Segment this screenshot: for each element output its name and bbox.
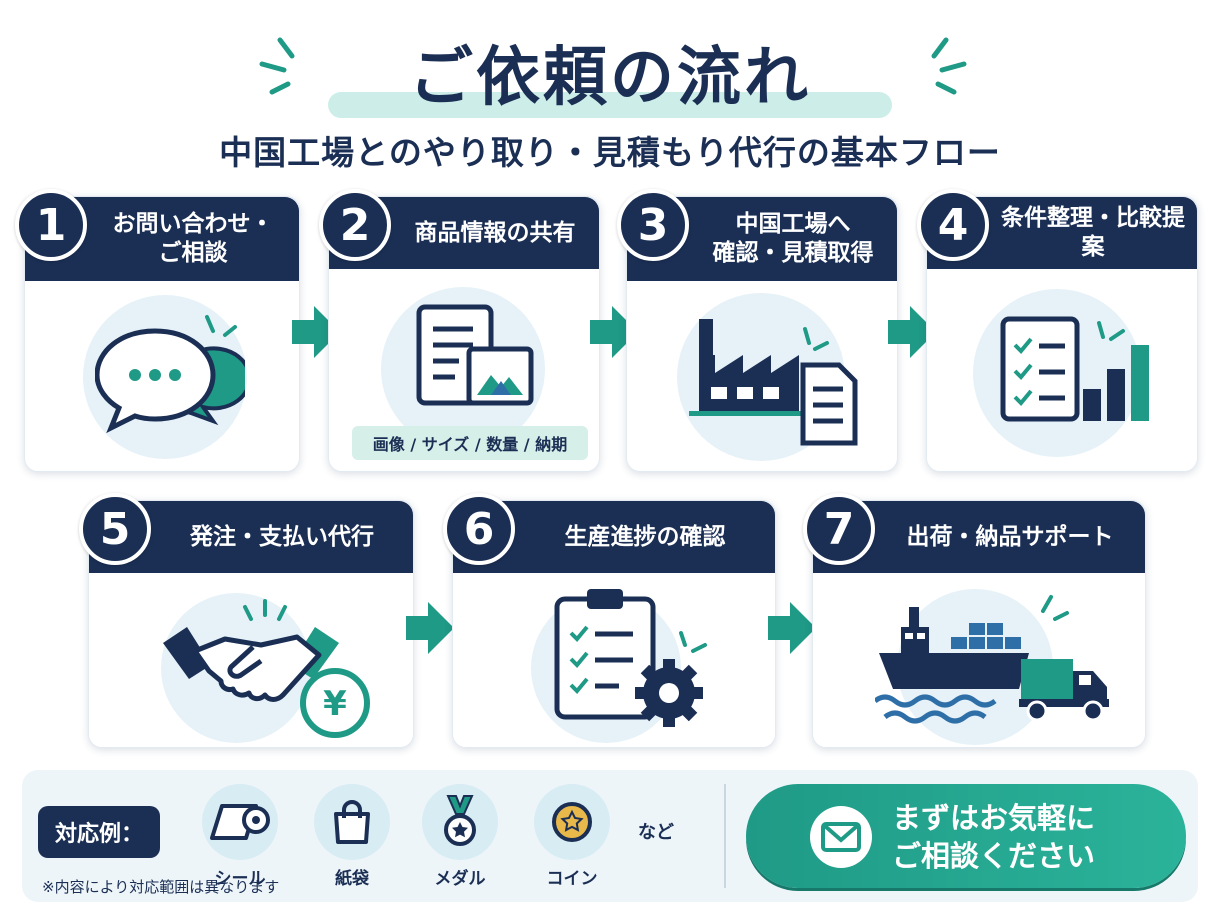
example-label-coin: コイン <box>546 869 598 889</box>
step-label-3b: 確認・見積取得 <box>712 240 874 266</box>
step-number-2: 2 <box>319 189 391 261</box>
chat-bubbles-icon <box>95 315 245 434</box>
step-card-5: 発注・支払い代行 5 ¥ <box>79 493 414 748</box>
sparkle-left-icon <box>259 37 295 95</box>
flow-arrow-5 <box>406 602 454 654</box>
step-card-1: お問い合わせ・ご相談 1 <box>15 189 300 472</box>
medal-icon <box>444 795 476 846</box>
handshake-yen-icon: ¥ <box>163 599 370 738</box>
clipboard-gear-icon <box>554 589 707 727</box>
step-label-7a: 出荷・納品サポート <box>906 523 1114 550</box>
page-title: ご依頼の流れ <box>409 41 811 115</box>
flow-arrow-2 <box>590 306 638 358</box>
example-item-coin: コイン <box>522 784 622 889</box>
step-card-3: 中国工場へ確認・見積取得 3 <box>617 189 898 472</box>
cta-text: まずはお気軽に ご相談ください <box>892 800 1172 875</box>
flow-arrow-3 <box>888 306 936 358</box>
step-number-4: 4 <box>917 189 989 261</box>
checklist-chart-icon <box>1000 316 1149 422</box>
step-label-5a: 発注・支払い代行 <box>190 523 374 550</box>
factory-document-icon <box>689 319 858 446</box>
step-label-6a: 生産進捗の確認 <box>564 523 726 550</box>
step-label-1a: お問い合わせ・ <box>112 211 274 238</box>
cta-line-2: ご相談ください <box>892 838 1096 873</box>
step-number-7: 7 <box>803 493 875 565</box>
step-number-1: 1 <box>15 189 87 261</box>
sparkle-right-icon <box>931 37 967 95</box>
title-highlight <box>328 92 892 118</box>
example-item-bag: 紙袋 <box>302 784 402 889</box>
step-card-4: 条件整理・比較提案 4 <box>917 189 1198 472</box>
examples-note: ※内容により対応範囲は異なります <box>42 878 280 896</box>
cta-icon-circle <box>810 806 872 868</box>
step-card-7: 出荷・納品サポート 7 <box>803 493 1146 748</box>
section-divider <box>724 784 726 888</box>
document-image-icon <box>416 304 534 406</box>
examples-etc: など <box>638 822 674 843</box>
example-label-bag: 紙袋 <box>335 869 369 889</box>
example-label-medal: メダル <box>434 869 486 889</box>
flow-arrow-1 <box>292 306 340 358</box>
envelope-icon <box>821 822 861 852</box>
examples-label: 対応例： <box>38 806 160 858</box>
step-label-4a: 条件整理・比較提案 <box>1001 205 1185 260</box>
example-item-medal: メダル <box>410 784 510 889</box>
svg-text:¥: ¥ <box>323 684 347 724</box>
header: ご依頼の流れ <box>0 14 1220 124</box>
step-number-5: 5 <box>79 493 151 565</box>
coin-icon <box>552 802 592 842</box>
step-2-tagline: 画像 / サイズ / 数量 / 納期 <box>352 426 588 460</box>
example-label-sticker: シール <box>214 869 266 889</box>
step-card-6: 生産進捗の確認 6 <box>443 493 776 748</box>
step-number-6: 6 <box>443 493 515 565</box>
step-number-3: 3 <box>617 189 689 261</box>
step-label-1b: ご相談 <box>158 240 228 266</box>
flow-arrow-6 <box>768 602 816 654</box>
step-label-2a: 商品情報の共有 <box>414 219 576 246</box>
cta-line-1: まずはお気軽に <box>892 801 1096 835</box>
example-item-sticker: シール <box>190 784 290 889</box>
step-header-7: 出荷・納品サポート <box>813 501 1145 573</box>
step-label-3a: 中国工場へ <box>735 211 851 238</box>
tape-roll-icon <box>210 804 270 840</box>
ship-truck-icon <box>875 595 1109 724</box>
page-subtitle: 中国工場とのやり取り・見積もり代行の基本フロー <box>219 133 1001 172</box>
paper-bag-icon <box>334 800 370 844</box>
contact-cta-button[interactable]: まずはお気軽に ご相談ください <box>746 784 1186 888</box>
